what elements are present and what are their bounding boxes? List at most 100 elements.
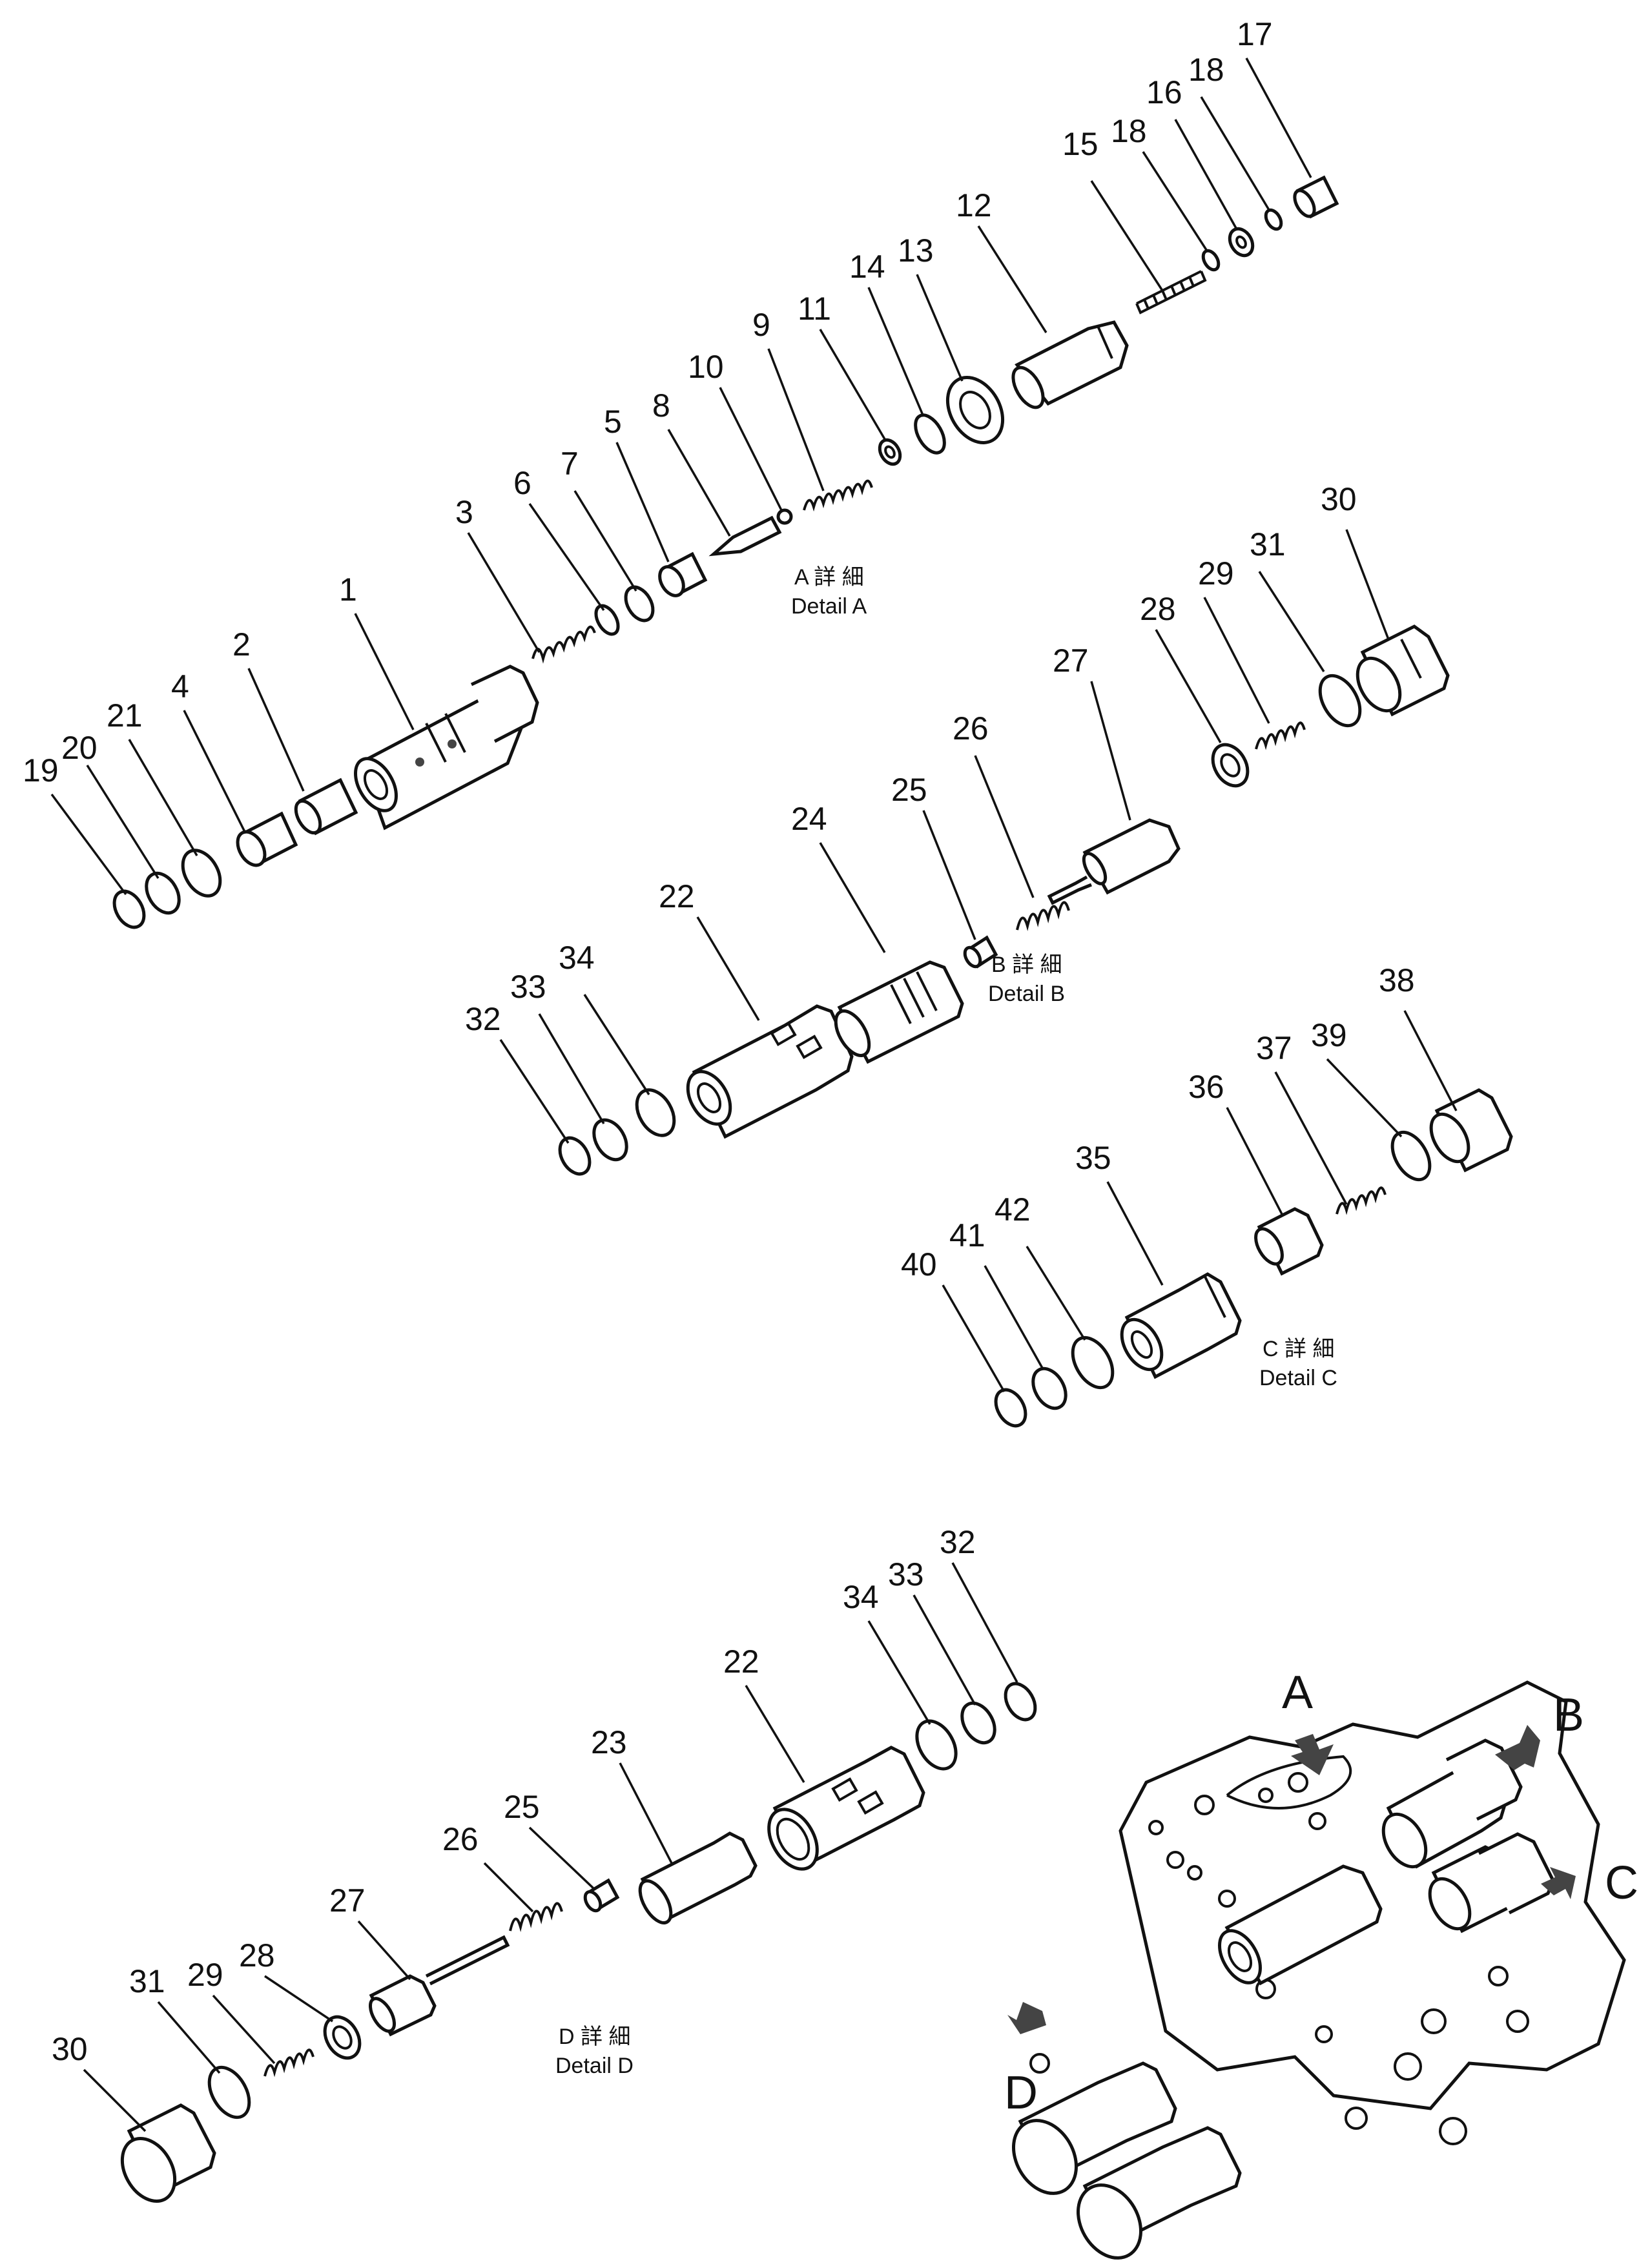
- label-38: 38: [1379, 962, 1415, 998]
- label-23: 23: [591, 1724, 627, 1760]
- label-2: 2: [232, 626, 251, 663]
- part-35-valve-body-c: [1120, 1272, 1242, 1379]
- label-27-b: 27: [1053, 643, 1089, 679]
- label-18a: 18: [1111, 113, 1147, 149]
- leader-lines-a: [50, 57, 1312, 896]
- part-41-ring: [1031, 1366, 1067, 1410]
- detail-b-assembly: [558, 624, 1450, 1176]
- part-15-screw: [1135, 270, 1207, 314]
- part-32-ring-d: [1004, 1682, 1037, 1722]
- label-25-b: 25: [891, 772, 927, 808]
- part-31-ring-b: [1318, 674, 1362, 728]
- detail-c-assembly: [994, 1088, 1513, 1428]
- view-label-d: D: [1004, 2067, 1038, 2119]
- part-12-adjuster-body: [1011, 320, 1129, 409]
- label-41: 41: [949, 1217, 985, 1253]
- part-28-washer-b: [1211, 743, 1250, 788]
- part-24-spool: [834, 960, 964, 1064]
- part-27-plunger-d: [368, 1935, 510, 2037]
- leader-lines-d: [83, 1562, 1018, 2132]
- label-16: 16: [1146, 74, 1182, 110]
- label-31-d: 31: [129, 1963, 165, 1999]
- part-17-cap-nut: [1293, 175, 1339, 219]
- part-3-spring: [531, 625, 596, 664]
- label-12: 12: [956, 187, 992, 223]
- label-34-b: 34: [559, 940, 595, 976]
- part-2-sleeve: [294, 778, 358, 836]
- part-38-plug-c: [1429, 1088, 1513, 1173]
- part-19-ring: [112, 889, 146, 929]
- part-4-cap: [236, 811, 298, 867]
- part-20-ring: [145, 871, 181, 915]
- label-40: 40: [901, 1246, 937, 1283]
- labels-b: 32 33 34 22 24 25 26 27 28 29 31 30: [465, 481, 1357, 1037]
- part-13-nut: [945, 376, 1005, 444]
- label-10: 10: [688, 349, 724, 385]
- label-36: 36: [1188, 1069, 1224, 1105]
- labels-c: 40 41 42 35 36 37 39 38: [901, 962, 1415, 1283]
- label-7: 7: [561, 446, 579, 482]
- caption-detail-d: D 詳 細 Detail D: [555, 2025, 634, 2078]
- arrow-view-a: [1291, 1734, 1334, 1775]
- label-14: 14: [849, 249, 885, 285]
- view-label-c: C: [1605, 1857, 1638, 1909]
- part-26-spring-d: [509, 1902, 563, 1932]
- part-42-ring: [1071, 1335, 1115, 1390]
- part-31-ring-d: [207, 2065, 251, 2119]
- assembly-cartridge-center: [1218, 1864, 1383, 1986]
- label-42: 42: [995, 1191, 1031, 1228]
- label-1: 1: [339, 572, 357, 608]
- label-24: 24: [791, 801, 827, 837]
- valve-assembly-view: A B C D: [1004, 1667, 1638, 2260]
- label-29-d: 29: [187, 1957, 223, 1993]
- label-30-d: 30: [52, 2031, 88, 2067]
- view-label-a: A: [1282, 1667, 1313, 1718]
- part-7-ring: [624, 585, 655, 623]
- detail-a-assembly: [112, 175, 1339, 929]
- label-28-b: 28: [1140, 591, 1176, 627]
- part-8-poppet: [708, 515, 782, 557]
- part-26-spring-b: [1016, 901, 1070, 931]
- label-28-d: 28: [239, 1937, 275, 1974]
- label-5: 5: [604, 404, 622, 440]
- labels-a: 19 20 21 4 2 1 3 6 7 5 8 10 9 11 14 13 1…: [23, 16, 1273, 789]
- part-18-ring-b: [1264, 208, 1283, 231]
- label-17: 17: [1237, 16, 1273, 52]
- assembly-cartridge-upper: [1381, 1738, 1523, 1869]
- part-29-spring-b: [1255, 721, 1306, 750]
- part-30-plug-b: [1356, 624, 1450, 717]
- part-22-sleeve-b: [686, 1004, 854, 1139]
- part-27-plunger-b: [1047, 818, 1181, 905]
- label-8: 8: [652, 387, 670, 424]
- label-20: 20: [61, 730, 98, 766]
- arrow-view-b: [1495, 1725, 1540, 1770]
- caption-c-jp: C 詳 細: [1263, 1337, 1334, 1361]
- part-25-piston-d: [583, 1878, 620, 1913]
- caption-d-en: Detail D: [555, 2054, 634, 2078]
- label-3: 3: [455, 494, 473, 530]
- label-22-b: 22: [659, 878, 695, 914]
- label-26-b: 26: [953, 710, 989, 747]
- part-39-ring-c: [1390, 1130, 1432, 1182]
- caption-d-jp: D 詳 細: [559, 2025, 630, 2049]
- part-6-ring: [594, 604, 620, 636]
- caption-detail-a: A 詳 細 Detail A: [791, 565, 867, 619]
- assembly-cartridge-lower-2: [1077, 2126, 1242, 2260]
- caption-c-en: Detail C: [1259, 1366, 1337, 1390]
- assembly-cartridge-lower-1: [1012, 2061, 1177, 2195]
- part-14-ring: [914, 413, 946, 455]
- label-35: 35: [1075, 1140, 1111, 1176]
- assembly-cartridge-right: [1428, 1832, 1555, 1933]
- part-16-nut: [1228, 227, 1255, 258]
- label-32-b: 32: [465, 1001, 501, 1037]
- labels-d: 30 31 29 28 27 26 25 23 22 34 33 32: [52, 1524, 976, 2067]
- part-34-ring: [635, 1088, 676, 1137]
- part-10-ball: [776, 508, 793, 525]
- label-34-d: 34: [843, 1579, 879, 1615]
- part-32-ring: [558, 1136, 592, 1176]
- part-29-spring-d: [263, 2048, 315, 2077]
- label-27-d: 27: [329, 1882, 366, 1919]
- view-label-b: B: [1553, 1689, 1584, 1741]
- label-33-b: 33: [510, 969, 546, 1005]
- label-19: 19: [23, 752, 59, 789]
